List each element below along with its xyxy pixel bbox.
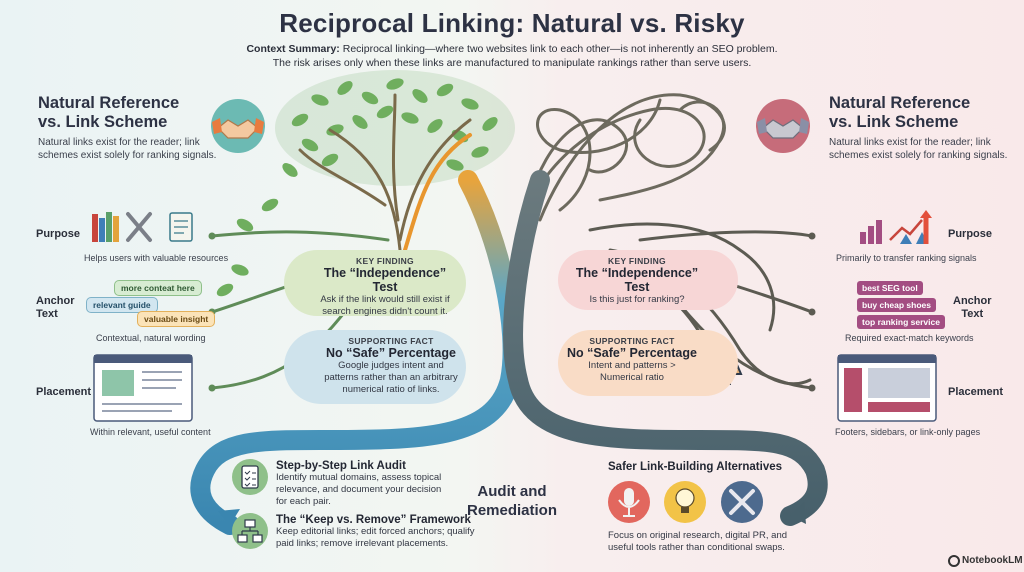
left-supporting-fact-body-line2: patterns rather than an arbitrary (324, 372, 458, 383)
right-row-purpose-label: Purpose (948, 228, 993, 240)
left-supporting-fact-kicker: SUPPORTING FACT (348, 336, 434, 346)
anchor-chip-3: top ranking service (857, 315, 945, 329)
right-key-finding-card: KEY FINDING The “Independence” Test Is t… (558, 250, 738, 310)
audit-remediation-line2: Remediation (466, 502, 557, 519)
right-title-line1: Natural Reference (829, 94, 971, 112)
left-supporting-fact-card: SUPPORTING FACT No “Safe” Percentage Goo… (284, 330, 466, 404)
shaky-handshake-icon (756, 99, 810, 153)
left-row-purpose-label: Purpose (36, 228, 81, 240)
step-keep-remove-body-line1: Keep editorial links; edit forced anchor… (276, 526, 475, 537)
step-keep-remove: The “Keep vs. Remove” Framework Keep edi… (276, 514, 506, 550)
right-supporting-fact-title: No “Safe” Percentage (567, 346, 697, 360)
summary-label: Context Summary: (246, 43, 340, 55)
step-link-audit-body-line1: Identify mutual domains, assess topical (276, 472, 442, 483)
audit-remediation-line1: Audit and (477, 483, 547, 500)
anchor-pill-1: more conteat here (114, 280, 202, 296)
right-anchor-label-line2: Text (961, 308, 984, 320)
brand-name: NotebookLM (962, 555, 1023, 566)
left-row-placement-caption: Within relevant, useful content (90, 427, 211, 437)
anchor-chip-1: best SEG tool (857, 281, 923, 295)
healthy-tree-canopy (216, 70, 515, 297)
left-anchor-label-line2: Text (36, 308, 58, 320)
right-title-line2: vs. Link Scheme (829, 113, 959, 131)
left-supporting-fact-body-line3: numerical ratio of links. (342, 384, 440, 395)
anchor-pill-3: valuable insight (137, 311, 216, 327)
notebooklm-logo-icon (948, 555, 960, 567)
left-key-finding-kicker: KEY FINDING (356, 256, 414, 266)
right-key-finding-body: Is this just for ranking? (589, 294, 685, 305)
right-supporting-fact-card: SUPPORTING FACT No “Safe” Percentage Int… (558, 330, 738, 396)
right-row-purpose-caption: Primarily to transfer ranking signals (836, 253, 977, 263)
lightbulb-icon (664, 481, 706, 523)
summary-text-line1: Reciprocal linking—where two websites li… (339, 43, 778, 55)
audit-remediation-label: Audit and Remediation (464, 482, 560, 520)
left-title-line2: vs. Link Scheme (38, 113, 168, 131)
step-keep-remove-body-line2: paid links; remove irrelevant placements… (276, 538, 449, 549)
microphone-icon (608, 481, 650, 523)
right-supporting-fact-kicker: SUPPORTING FACT (589, 336, 675, 346)
right-desc-line1: Natural links exist for the reader; link (829, 137, 991, 148)
right-row-placement-label: Placement (948, 386, 1004, 398)
left-row-purpose-caption: Helps users with valuable resources (84, 253, 229, 263)
footer-sidebar-layout-icon (837, 354, 937, 422)
left-anchor-label-line1: Anchor (36, 295, 75, 307)
checklist-icon (232, 459, 268, 495)
left-desc-line1: Natural links exist for the reader; link (38, 137, 200, 148)
left-supporting-fact-title: No “Safe” Percentage (326, 346, 456, 360)
left-section-header: Natural Reference vs. Link Scheme Natura… (38, 94, 218, 162)
left-key-finding-body-line1: Ask if the link would still exist if (320, 294, 450, 305)
natural-river-arrow (218, 509, 240, 525)
left-title-line1: Natural Reference (38, 94, 180, 112)
flowchart-icon (232, 513, 268, 549)
right-key-finding-title: The “Independence” Test (575, 266, 699, 294)
handshake-icon (211, 99, 265, 153)
summary-text-line2: The risk arises only when these links ar… (272, 57, 752, 69)
alternatives-title: Safer Link-Building Alternatives (608, 461, 783, 473)
wrench-screwdriver-icon (721, 481, 763, 523)
right-row-anchor-label: Anchor Text (953, 295, 992, 321)
left-key-finding-body-line2: search engines didn't count it. (322, 306, 448, 317)
step-link-audit: Step-by-Step Link Audit Identify mutual … (276, 460, 496, 508)
browser-content-icon (93, 354, 193, 422)
page-title: Reciprocal Linking: Natural vs. Risky (279, 8, 745, 38)
right-row-placement-caption: Footers, sidebars, or link-only pages (835, 427, 981, 437)
alternatives-body-line2: useful tools rather than conditional swa… (608, 542, 785, 553)
left-desc-line2: schemes exist solely for ranking signals… (38, 150, 217, 161)
anchor-pill-2: relevant guide (86, 297, 158, 313)
alternatives-body: Focus on original research, digital PR, … (608, 530, 808, 554)
right-desc-line2: schemes exist solely for ranking signals… (829, 150, 1008, 161)
step-keep-remove-title: The “Keep vs. Remove” Framework (276, 514, 471, 526)
left-row-anchor-label: Anchor Text (36, 295, 75, 321)
right-key-finding-kicker: KEY FINDING (608, 256, 666, 266)
context-summary: Context Summary: Reciprocal linking—wher… (232, 42, 792, 70)
left-row-anchor-caption: Contextual, natural wording (96, 333, 206, 343)
alternatives-body-line1: Focus on original research, digital PR, … (608, 530, 788, 541)
left-row-placement-label: Placement (36, 386, 92, 398)
right-supporting-fact-body-line2: Numerical ratio (600, 372, 664, 383)
step-link-audit-body-line3: for each pair. (276, 496, 331, 507)
left-supporting-fact-body-line1: Google judges intent and (338, 360, 444, 371)
books-and-tools-icon (92, 212, 193, 242)
step-link-audit-title: Step-by-Step Link Audit (276, 460, 406, 472)
right-supporting-fact-body-line1: Intent and patterns > (588, 360, 676, 371)
anchor-chip-2: buy cheap shoes (857, 298, 936, 312)
step-link-audit-body-line2: relevance, and document your decision (276, 484, 442, 495)
right-anchor-label-line1: Anchor (953, 295, 992, 307)
left-key-finding-title: The “Independence” Test (323, 266, 447, 294)
right-row-anchor-caption: Required exact-match keywords (845, 333, 974, 343)
risky-river (503, 170, 828, 526)
rising-bar-chart-icon (860, 210, 932, 244)
left-key-finding-card: KEY FINDING The “Independence” Test Ask … (284, 250, 466, 317)
risky-river-arrow (790, 502, 806, 524)
right-section-header: Natural Reference vs. Link Scheme Natura… (829, 94, 1019, 162)
